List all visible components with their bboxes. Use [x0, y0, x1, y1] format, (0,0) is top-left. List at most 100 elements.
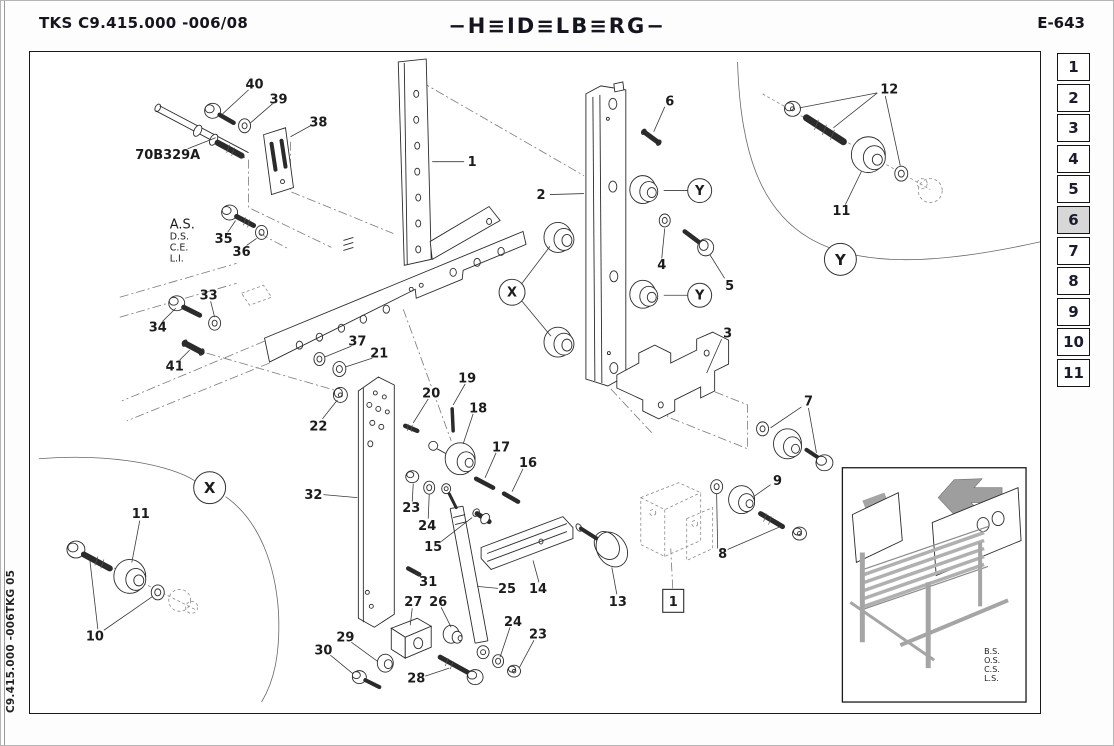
part-label-23: 23: [402, 501, 420, 516]
detail-marker-letter-X3: X: [204, 479, 216, 497]
sidebar-item-1[interactable]: 1: [1057, 53, 1090, 81]
part-label-20: 20: [422, 386, 440, 401]
inset-code-0: B.S.: [984, 647, 1000, 656]
detail-marker-circle-Y1: [687, 178, 713, 204]
part-label-32: 32: [304, 488, 322, 503]
part-label-70B329A: 70B329A: [135, 148, 200, 163]
part-label-24: 24: [418, 519, 436, 534]
part-group-33-34-41: [168, 295, 222, 356]
detail-marker-circle-X3: [193, 471, 227, 505]
side-code-2: C.E.: [170, 242, 189, 253]
part-label-16: 16: [519, 456, 537, 471]
part-label-13: 13: [609, 595, 627, 610]
part-knob-13: [575, 523, 629, 568]
part-label-23: 23: [529, 628, 547, 643]
part-label-24: 24: [504, 615, 522, 630]
part-label-6: 6: [665, 94, 674, 109]
part-label-33: 33: [200, 289, 218, 304]
document-reference: TKS C9.415.000 -006/08: [39, 14, 249, 32]
detail-marker-letter-X0: X: [507, 286, 517, 301]
part-label-15: 15: [424, 540, 442, 555]
part-label-11: 11: [132, 507, 150, 522]
sidebar-item-9[interactable]: 9: [1057, 297, 1090, 326]
part-bracket-14: [480, 516, 574, 570]
part-gas-spring-25: [441, 483, 490, 660]
part-label-31: 31: [419, 575, 437, 590]
boxed-position-label: 1: [669, 595, 678, 610]
part-label-12: 12: [880, 82, 898, 97]
sidebar-item-7[interactable]: 7: [1057, 236, 1090, 265]
side-code-0: A.S.: [170, 217, 195, 232]
detail-marker-circle-X0: [498, 278, 526, 306]
part-label-22: 22: [309, 419, 327, 434]
part-label-3: 3: [723, 327, 732, 342]
part-label-38: 38: [309, 115, 327, 130]
part-label-1: 1: [468, 155, 477, 170]
part-label-29: 29: [336, 631, 354, 646]
part-label-40: 40: [246, 77, 264, 92]
part-label-36: 36: [233, 245, 251, 260]
sidebar-item-10[interactable]: 10: [1057, 328, 1090, 357]
part-label-11: 11: [832, 204, 850, 219]
part-label-14: 14: [529, 582, 547, 597]
boxed-position-frame: [662, 588, 685, 613]
detail-marker-letter-Y2: Y: [694, 289, 705, 304]
part-bracket-3: [616, 331, 730, 420]
inset-overview: [841, 467, 1027, 703]
sidebar-item-8[interactable]: 8: [1057, 267, 1090, 296]
part-label-7: 7: [804, 394, 813, 409]
inset-code-1: O.S.: [984, 656, 1000, 665]
sidebar-item-5[interactable]: 5: [1057, 175, 1090, 204]
part-label-26: 26: [429, 595, 447, 610]
part-group-7-9-8: [710, 421, 834, 541]
part-group-35-36: [221, 204, 290, 250]
part-group-top-left: [154, 102, 294, 196]
part-label-9: 9: [773, 474, 782, 489]
part-rollers-y: [629, 175, 715, 309]
detail-marker-letter-Y4: Y: [834, 251, 846, 269]
part-group-center: [403, 407, 521, 577]
part-label-2: 2: [536, 188, 545, 203]
detail-view-arcs: [38, 61, 1040, 703]
part-label-4: 4: [657, 258, 666, 273]
sidebar-item-4[interactable]: 4: [1057, 144, 1090, 173]
part-label-37: 37: [348, 335, 366, 350]
part-rail-32: [357, 376, 395, 628]
side-code-1: D.S.: [170, 231, 189, 242]
heidelberg-logo: −H≡ID≡LB≡RG−: [448, 14, 666, 38]
part-group-37-21-22: [313, 352, 348, 403]
sidebar-item-6[interactable]: 6: [1057, 205, 1090, 234]
page-edge-line: [4, 1, 5, 745]
detail-bottom-left: [66, 540, 199, 614]
part-rollers-x: [543, 222, 575, 358]
part-label-28: 28: [407, 672, 425, 687]
part-label-17: 17: [492, 440, 510, 455]
part-label-18: 18: [469, 401, 487, 416]
sidebar-item-3[interactable]: 3: [1057, 114, 1090, 143]
part-rail-2: [585, 81, 627, 387]
sidebar-item-2[interactable]: 2: [1057, 83, 1090, 112]
detail-marker-letter-Y1: Y: [694, 184, 705, 199]
part-label-8: 8: [718, 547, 727, 562]
part-label-10: 10: [86, 630, 104, 645]
ghost-block: [640, 482, 714, 562]
part-label-27: 27: [404, 595, 422, 610]
side-code-3: L.I.: [170, 253, 184, 264]
sidebar-item-11[interactable]: 11: [1057, 358, 1090, 387]
detail-markers-layer: X Y Y X Y: [193, 178, 857, 505]
part-frame-bar: [121, 230, 527, 422]
detail-marker-circle-Y4: [823, 242, 857, 276]
side-reference-note: C9.415.000 -006TKG 05: [5, 569, 17, 713]
detail-top-right: [784, 100, 943, 203]
code-text-layer: A.S.D.S.C.E.L.I.B.S.O.S.C.S.L.S.: [170, 217, 1000, 683]
part-label-21: 21: [370, 347, 388, 362]
part-label-34: 34: [149, 321, 167, 336]
part-label-30: 30: [314, 644, 332, 659]
part-pin-6: [640, 128, 662, 146]
part-label-5: 5: [725, 279, 734, 294]
part-label-39: 39: [269, 92, 287, 107]
